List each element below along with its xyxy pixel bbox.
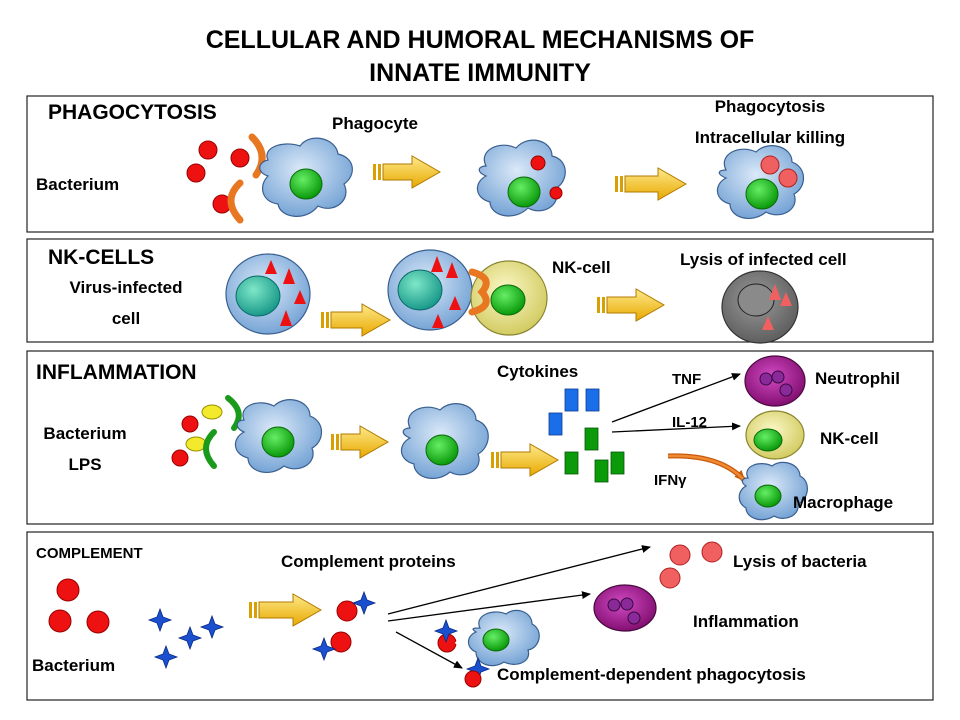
heading-inflammation: INFLAMMATION — [36, 361, 197, 384]
label-il12: IL-12 — [672, 414, 708, 431]
nk-receptor — [468, 268, 490, 316]
label-ifn-gamma: γ — [678, 472, 687, 489]
label-phagocytosis-result-2: Intracellular killing — [694, 128, 846, 147]
bacteria-group-1 — [186, 140, 250, 214]
virus-infected-cell-1 — [225, 253, 311, 335]
complement-outcome-arrows — [387, 545, 651, 669]
label-bacterium-1: Bacterium — [36, 175, 120, 194]
lysed-infected-cell — [721, 270, 799, 344]
label-ifn: IFNγ — [654, 472, 687, 489]
bacteria-group-complement — [48, 578, 110, 634]
arrow-7 — [249, 593, 323, 627]
label-lysis-bacteria: Lysis of bacteria — [733, 552, 867, 571]
label-complement-proteins: Complement proteins — [281, 552, 456, 571]
label-bacterium-lps-2: LPS — [68, 455, 102, 474]
bacteria-lps — [171, 404, 223, 467]
arrow-4 — [597, 288, 666, 322]
title-line-1: CELLULAR AND HUMORAL MECHANISMS OF — [205, 26, 755, 54]
receptor-crescents-1 — [227, 133, 266, 224]
label-bacterium-complement: Bacterium — [32, 656, 116, 675]
arrow-3 — [321, 303, 392, 337]
label-phagocytosis-result-1: Phagocytosis — [714, 97, 826, 116]
heading-phagocytosis: PHAGOCYTOSIS — [48, 101, 217, 124]
lps-receptors — [203, 395, 242, 469]
nk-cell-2 — [745, 410, 805, 460]
virus-infected-cell-2 — [387, 249, 473, 331]
cytokines — [548, 388, 625, 483]
label-nk-cell-2: NK-cell — [820, 429, 879, 448]
label-lysis-infected: Lysis of infected cell — [680, 250, 847, 269]
label-phagocyte: Phagocyte — [332, 114, 418, 133]
label-bacterium-lps-1: Bacterium — [43, 424, 127, 443]
arrow-1 — [373, 155, 442, 189]
label-nk-cell-1: NK-cell — [552, 258, 611, 277]
nk-cell-1 — [470, 260, 548, 336]
label-neutrophil: Neutrophil — [815, 369, 900, 388]
arrow-2 — [615, 167, 688, 201]
macrophage-inflammation-1 — [234, 399, 323, 474]
label-cytokines: Cytokines — [497, 362, 579, 381]
label-complement-phagocytosis: Complement-dependent phagocytosis — [497, 665, 806, 684]
label-inflammation-complement: Inflammation — [693, 612, 799, 631]
lysed-bacteria — [659, 541, 723, 589]
arrow-6 — [491, 443, 560, 477]
label-virus-infected-2: cell — [111, 309, 141, 328]
complement-stars — [147, 607, 225, 670]
title-line-2: INNATE IMMUNITY — [369, 59, 591, 87]
label-tnf: TNF — [672, 371, 702, 388]
macrophage-inflammation-2 — [400, 403, 489, 480]
label-virus-infected-1: Virus-infected — [69, 278, 183, 297]
neutrophil — [744, 355, 806, 407]
heading-nk-cells: NK-CELLS — [48, 246, 155, 269]
macrophage-activated — [738, 461, 808, 521]
phagocyte-complement — [433, 609, 540, 688]
phagocyte-2 — [476, 139, 566, 217]
heading-complement: COMPLEMENT — [36, 545, 143, 562]
label-macrophage: Macrophage — [793, 493, 894, 512]
phagocyte-1 — [259, 137, 353, 217]
opsonized-bacteria — [311, 590, 377, 662]
arrow-5 — [331, 425, 390, 459]
phagocyte-3 — [716, 145, 805, 220]
neutrophil-complement — [593, 584, 657, 632]
label-ifn-text: IFN — [654, 472, 679, 489]
cytokine-signal-arrows — [611, 373, 746, 482]
